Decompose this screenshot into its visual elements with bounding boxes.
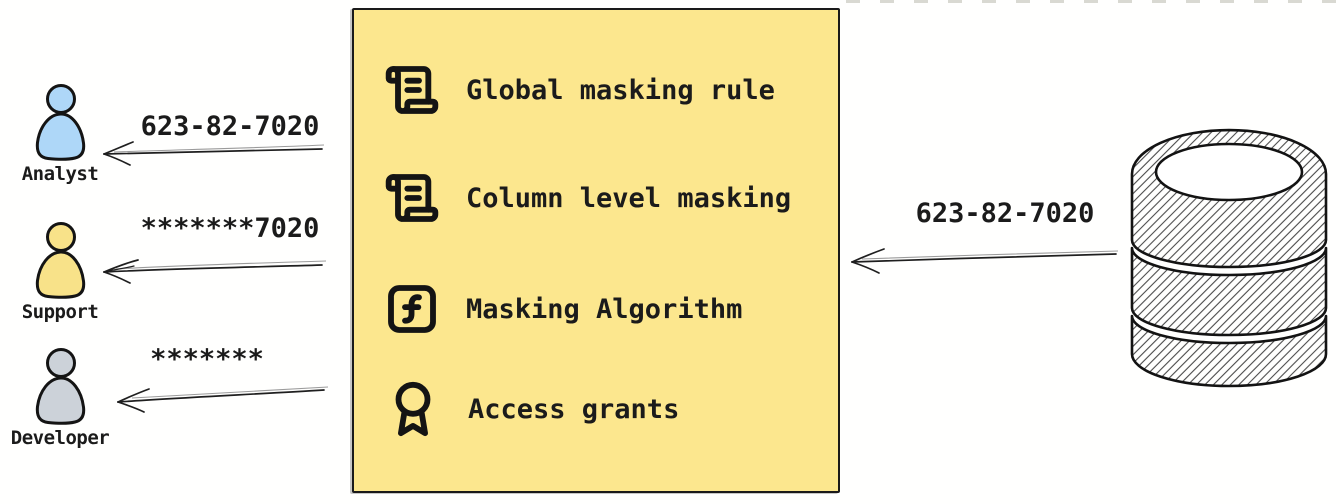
arrow-label-support: *******7020: [140, 213, 320, 244]
top-edge-dashes: [846, 0, 1340, 3]
person-icon: [35, 84, 86, 161]
policy-item-global-masking-rule: Global masking rule: [384, 61, 775, 119]
scroll-icon: [385, 66, 439, 114]
policy-item-label: Global masking rule: [466, 74, 775, 106]
persona-label: Analyst: [21, 163, 99, 185]
arrow-to-analyst: [103, 141, 325, 166]
arrow-db-to-box: [851, 248, 1119, 274]
policy-item-label: Access grants: [468, 393, 680, 425]
database-icon: [1130, 128, 1328, 388]
award-icon: [395, 381, 431, 437]
policy-item-access-grants: Access grants: [384, 380, 679, 438]
arrow-to-developer: [117, 386, 329, 413]
policy-box: Global masking rule Column level masking…: [352, 8, 840, 493]
persona-label: Support: [21, 301, 99, 323]
person-icon: [35, 348, 86, 425]
policy-item-label: Masking Algorithm: [466, 293, 743, 325]
scroll-icon: [385, 174, 439, 222]
persona-developer: Developer: [4, 348, 116, 449]
arrow-label-database: 623-82-7020: [915, 198, 1095, 229]
persona-support: Support: [4, 222, 116, 323]
person-icon: [35, 222, 86, 299]
function-icon: [388, 285, 436, 333]
arrow-label-analyst: 623-82-7020: [140, 111, 320, 142]
policy-item-masking-algorithm: Masking Algorithm: [384, 280, 742, 338]
arrow-label-developer: *******: [150, 344, 264, 375]
persona-label: Developer: [10, 427, 110, 449]
persona-analyst: Analyst: [4, 84, 116, 185]
policy-item-column-level-masking: Column level masking: [384, 169, 791, 227]
arrow-to-support: [103, 259, 327, 284]
policy-item-label: Column level masking: [466, 182, 792, 214]
